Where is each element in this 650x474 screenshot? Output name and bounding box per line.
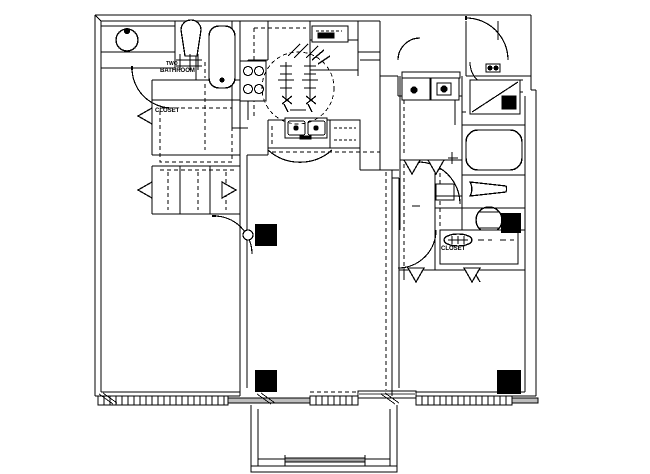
toilet-right bbox=[468, 181, 508, 197]
mullion-marks bbox=[98, 392, 400, 405]
cooktop-four-burner bbox=[239, 60, 267, 102]
bathroom-prefix-label: TWO bbox=[166, 61, 178, 67]
bathtub-left bbox=[208, 25, 236, 89]
room-labels-group: TWO BATHROOM CLOSET CLOSET bbox=[155, 61, 466, 252]
dashed-outlines bbox=[159, 27, 524, 399]
closet-door-arrows bbox=[136, 106, 482, 284]
interior-detail-lines bbox=[232, 51, 466, 280]
closet-label-right: CLOSET bbox=[441, 246, 466, 252]
laundry-appliances bbox=[401, 71, 461, 101]
balcony bbox=[250, 405, 398, 473]
column-right-lower bbox=[497, 370, 521, 394]
toilet-left bbox=[180, 19, 202, 57]
bathtub-right bbox=[465, 129, 523, 171]
column-center-upper bbox=[255, 224, 277, 246]
kitchen-fixtures bbox=[239, 25, 361, 149]
structural-columns bbox=[242, 213, 521, 394]
column-right-upper bbox=[501, 213, 521, 233]
bathroom-right-fixtures bbox=[435, 63, 523, 234]
closet-shelf-and-rod bbox=[439, 229, 519, 265]
column-center-lower bbox=[255, 370, 277, 392]
bathroom-label: BATHROOM bbox=[160, 68, 195, 74]
bathroom-left-fixtures bbox=[100, 19, 236, 89]
dining-table-with-chairs bbox=[261, 43, 335, 125]
closet-label-left: CLOSET bbox=[155, 108, 180, 114]
door-swings bbox=[131, 16, 509, 269]
